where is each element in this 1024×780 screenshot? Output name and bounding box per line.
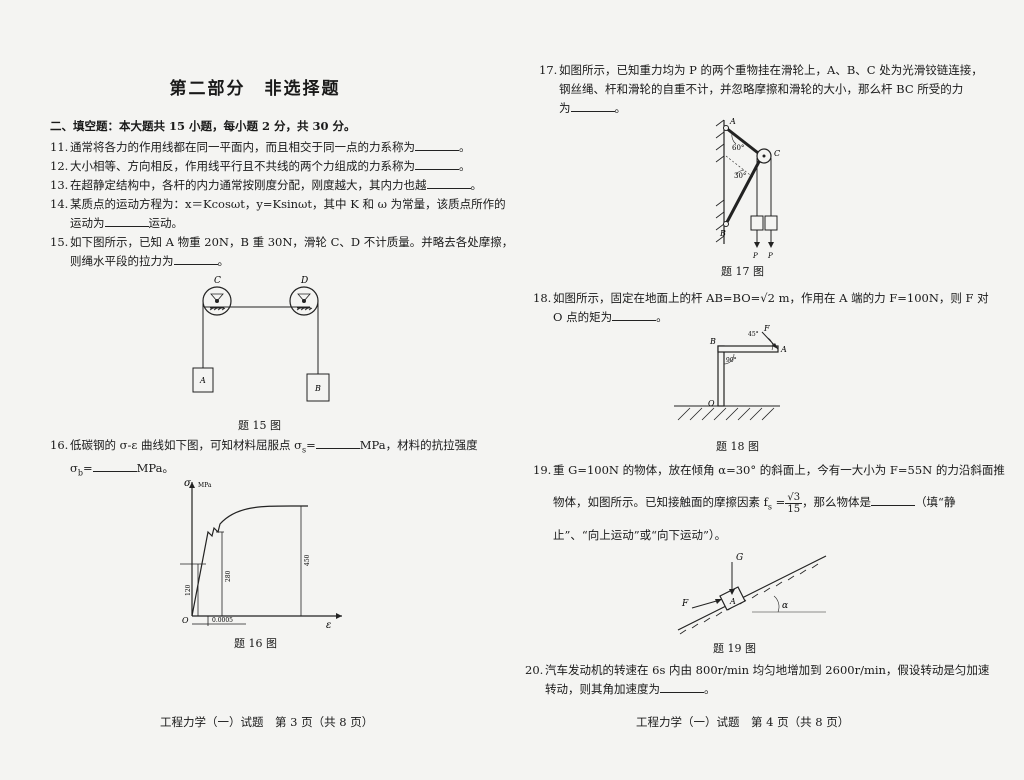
angle-90: 90° xyxy=(726,357,737,364)
label-f: F xyxy=(763,324,770,333)
right-page: 17.如图所示，已知重力均为 P 的两个重物挂在滑轮上，A、B、C 处为光滑铰链… xyxy=(512,0,1024,780)
value-0005: 0.0005 xyxy=(212,617,233,624)
angle-60: 60° xyxy=(732,144,744,152)
left-page: 第二部分 非选择题 二、填空题：本大题共 15 小题，每小题 2 分，共 30 … xyxy=(0,0,514,780)
figure-17-hinged-rods: A B C 60° 30° P P xyxy=(715,117,780,260)
angle-30: 30° xyxy=(734,172,746,180)
figure-17-caption: 题 17 图 xyxy=(721,265,764,278)
label-b: B xyxy=(719,229,726,238)
answer-blank[interactable] xyxy=(315,437,360,449)
origin-label: O xyxy=(182,616,189,625)
figure-19-caption: 题 19 图 xyxy=(713,642,756,655)
answer-blank[interactable] xyxy=(426,177,471,189)
footer-page-3: 工程力学（一）试题 第 3 页（共 8 页） xyxy=(160,715,374,729)
figure-16-caption: 题 16 图 xyxy=(234,637,277,650)
label-c: C xyxy=(774,149,780,158)
label-b: B xyxy=(314,384,321,393)
value-450: 450 xyxy=(304,554,311,566)
question-19-line3: 止”、“向上运动”或“向下运动”）。 xyxy=(553,528,727,542)
label-c: C xyxy=(214,276,221,286)
label-g: G xyxy=(736,553,743,563)
label-alpha: α xyxy=(782,601,788,611)
label-a: A xyxy=(199,376,206,385)
label-a: A xyxy=(729,117,736,126)
answer-blank[interactable] xyxy=(660,681,704,693)
label-d: D xyxy=(300,276,308,286)
value-120: 120 xyxy=(185,584,192,596)
value-280: 280 xyxy=(225,570,232,582)
answer-blank[interactable] xyxy=(104,215,149,227)
figure-18-bent-rod: B A O F 45° 90° xyxy=(674,324,787,421)
footer-page-4: 工程力学（一）试题 第 4 页（共 8 页） xyxy=(636,715,850,729)
part-title: 第二部分 非选择题 xyxy=(169,79,341,99)
angle-45: 45° xyxy=(748,331,759,338)
question-12: 12.大小相等、方向相反，作用线平行且不共线的两个力组成的力系称为。 xyxy=(50,158,471,173)
answer-blank[interactable] xyxy=(415,139,459,151)
figure-19-incline: G A F α xyxy=(677,553,827,635)
answer-blank[interactable] xyxy=(173,253,218,265)
answer-blank[interactable] xyxy=(871,494,916,506)
label-a: A xyxy=(780,345,787,354)
answer-blank[interactable] xyxy=(92,460,137,473)
question-18: 18.如图所示，固定在地面上的杆 AB=BO=√2 m，作用在 A 端的力 F=… xyxy=(533,291,989,324)
figure-18-caption: 题 18 图 xyxy=(716,440,759,453)
question-13: 13.在超静定结构中，各杆的内力通常按刚度分配，刚度越大，其内力也越。 xyxy=(50,177,482,192)
x-axis-label: ε xyxy=(326,620,331,631)
label-o: O xyxy=(708,399,715,408)
label-a: A xyxy=(729,597,736,606)
question-14: 14.某质点的运动方程为：x＝Kcosωt，y=Ksinωt，其中 K 和 ω … xyxy=(50,197,506,230)
question-16: 16.低碳钢的 σ-ε 曲线如下图，可知材料屈服点 σs=MPa，材料的抗拉强度… xyxy=(50,437,478,478)
question-20: 20.汽车发动机的转速在 6s 内由 800r/min 均匀地增加到 2600r… xyxy=(525,663,990,696)
answer-blank[interactable] xyxy=(415,158,459,170)
label-p1: P xyxy=(752,252,758,260)
question-17: 17.如图所示，已知重力均为 P 的两个重物挂在滑轮上，A、B、C 处为光滑铰链… xyxy=(539,63,983,115)
answer-blank[interactable] xyxy=(570,100,615,112)
y-unit-label: MPa xyxy=(198,482,212,489)
section-heading: 二、填空题：本大题共 15 小题，每小题 2 分，共 30 分。 xyxy=(50,119,356,133)
figure-15-pulleys: C D A B xyxy=(192,276,330,402)
question-11: 11.通常将各力的作用线都在同一平面内，而且相交于同一点的力系称为。 xyxy=(50,139,471,154)
question-15: 15.如下图所示，已知 A 物重 20N，B 重 30N，滑轮 C、D 不计质量… xyxy=(50,235,514,268)
label-p2: P xyxy=(767,252,773,260)
answer-blank[interactable] xyxy=(612,309,657,321)
label-b: B xyxy=(709,337,716,346)
question-19: 19.重 G=100N 的物体，放在倾角 α=30° 的斜面上，今有一大小为 F… xyxy=(533,463,1005,477)
figure-16-stress-strain: σ MPa ε O 120 280 450 0.0005 xyxy=(180,478,342,631)
y-axis-label: σ xyxy=(184,478,192,489)
label-f: F xyxy=(681,599,689,609)
figure-15-caption: 题 15 图 xyxy=(238,419,281,432)
